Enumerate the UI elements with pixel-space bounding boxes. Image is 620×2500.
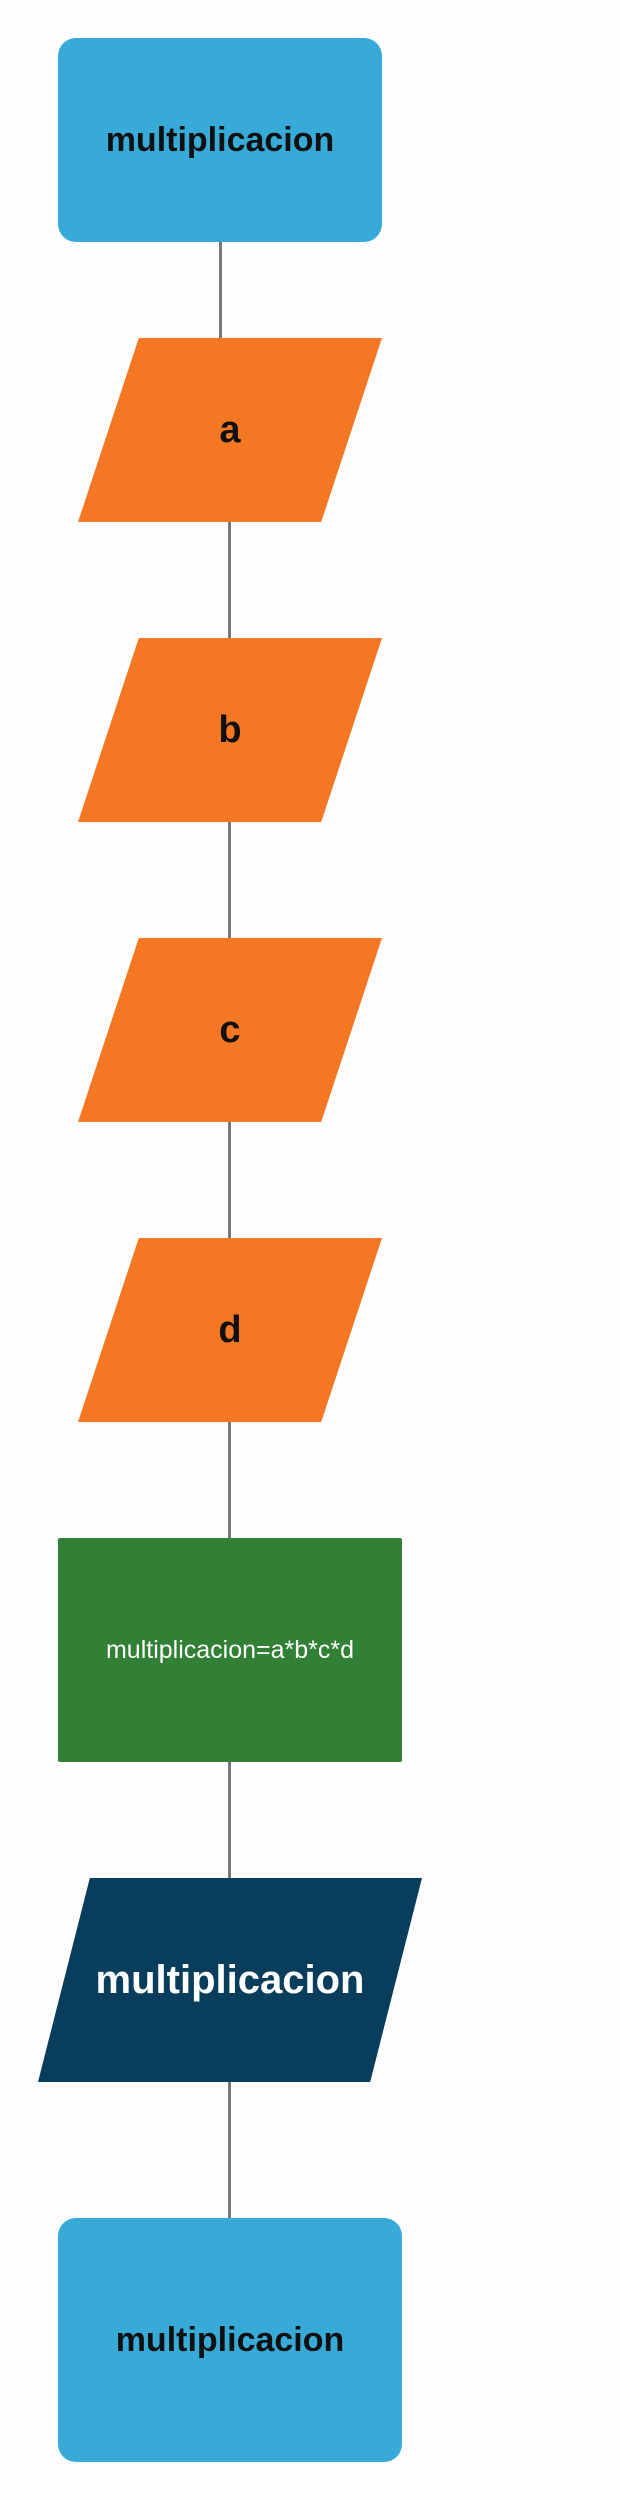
output-label: multiplicacion xyxy=(95,1957,365,2002)
input-label-c: c xyxy=(219,1008,241,1051)
connector-a-to-b xyxy=(228,520,231,638)
start-terminal-label: multiplicacion xyxy=(105,120,335,159)
connector-process-to-output xyxy=(228,1760,231,1878)
input-node-a: a xyxy=(78,338,382,522)
connector-output-to-end xyxy=(228,2080,231,2218)
connector-start-to-a xyxy=(219,241,222,339)
output-node: multiplicacion xyxy=(38,1878,422,2082)
input-node-c: c xyxy=(78,938,382,1122)
process-label: multiplicacion=a*b*c*d xyxy=(105,1635,355,1664)
input-label-a: a xyxy=(219,408,241,451)
connector-d-to-process xyxy=(228,1420,231,1538)
input-node-b: b xyxy=(78,638,382,822)
connector-c-to-d xyxy=(228,1120,231,1238)
end-terminal-label: multiplicacion xyxy=(115,2320,345,2359)
input-node-d: d xyxy=(78,1238,382,1422)
end-terminal-node: multiplicacion xyxy=(58,2218,402,2462)
start-terminal-node: multiplicacion xyxy=(58,38,382,242)
connector-b-to-c xyxy=(228,820,231,938)
input-label-b: b xyxy=(218,708,242,751)
input-label-d: d xyxy=(218,1308,242,1351)
process-node: multiplicacion=a*b*c*d xyxy=(58,1538,402,1762)
